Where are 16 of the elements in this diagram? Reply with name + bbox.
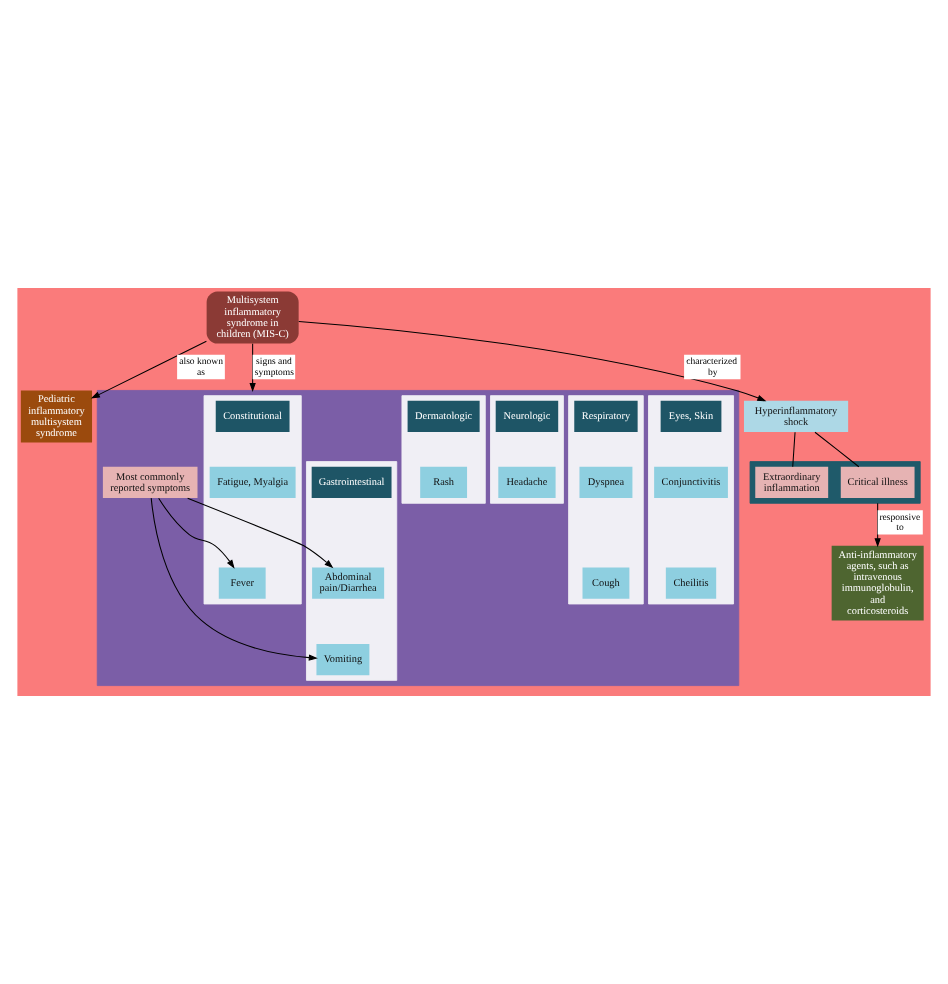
cluster (96, 390, 740, 686)
arrow (90, 340, 207, 399)
arrow (249, 343, 256, 392)
cluster (568, 395, 644, 605)
arrow (150, 497, 318, 661)
arrow (187, 497, 334, 569)
arrow (874, 502, 881, 548)
cluster (203, 395, 302, 605)
cluster (490, 395, 564, 504)
connector (814, 431, 860, 468)
arrow (158, 497, 235, 569)
cluster (749, 461, 921, 504)
arrow (298, 320, 767, 402)
cluster (648, 395, 734, 605)
cluster (401, 395, 486, 504)
connector (792, 431, 796, 468)
